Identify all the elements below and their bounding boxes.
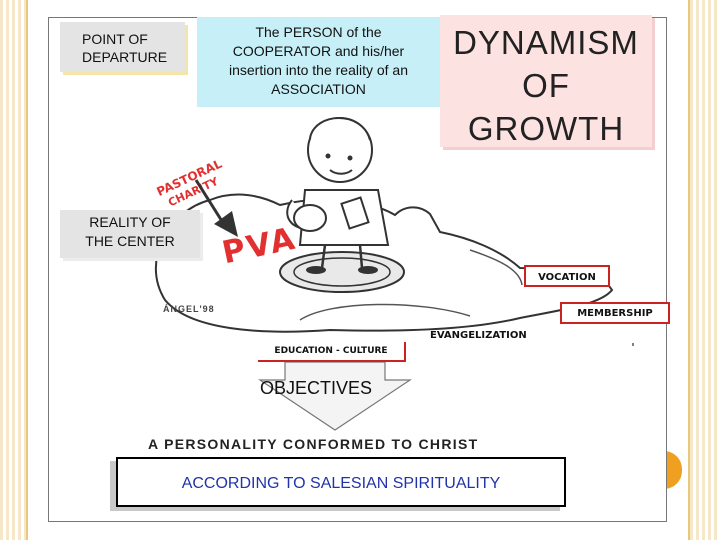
point-of-departure-box: POINT OF DEPARTURE bbox=[60, 22, 185, 72]
person-line-4: ASSOCIATION bbox=[271, 81, 366, 97]
personality-christ-text: A PERSONALITY CONFORMED TO CHRIST bbox=[148, 436, 479, 452]
left-decorative-border bbox=[0, 0, 26, 540]
reality-line-2: THE CENTER bbox=[85, 233, 175, 249]
person-line-1: The PERSON of the bbox=[255, 24, 382, 40]
left-rule bbox=[26, 0, 28, 540]
membership-label: MEMBERSHIP bbox=[560, 302, 670, 324]
evangelization-label: EVANGELIZATION bbox=[430, 330, 527, 341]
objectives-label: OBJECTIVES bbox=[260, 378, 373, 398]
side-tab-decoration bbox=[664, 451, 682, 489]
education-culture-label: EDUCATION - CULTURE bbox=[258, 342, 406, 362]
person-line-2: COOPERATOR and his/her bbox=[232, 43, 405, 59]
reality-of-center-box: REALITY OF THE CENTER bbox=[60, 210, 200, 258]
vocation-label: VOCATION bbox=[524, 265, 610, 287]
dynamism-line-3: GROWTH bbox=[467, 110, 625, 147]
pastoral-arrow bbox=[194, 179, 227, 227]
artist-signature: ÁNGEL'98 bbox=[163, 304, 215, 314]
point-of-departure-label: POINT OF DEPARTURE bbox=[82, 31, 168, 65]
right-decorative-border bbox=[690, 0, 720, 540]
dynamism-line-1: DYNAMISM bbox=[453, 24, 639, 61]
objectives-arrow bbox=[258, 361, 412, 431]
dynamism-of-growth-box: DYNAMISM OF GROWTH bbox=[440, 15, 652, 147]
person-line-3: insertion into the reality of an bbox=[229, 62, 408, 78]
right-rule bbox=[688, 0, 690, 540]
dynamism-line-2: OF bbox=[522, 67, 570, 104]
person-cooperator-box: The PERSON of the COOPERATOR and his/her… bbox=[197, 17, 440, 107]
salesian-spirituality-box: ACCORDING TO SALESIAN SPIRITUALITY bbox=[116, 457, 566, 507]
reality-line-1: REALITY OF bbox=[89, 214, 171, 230]
